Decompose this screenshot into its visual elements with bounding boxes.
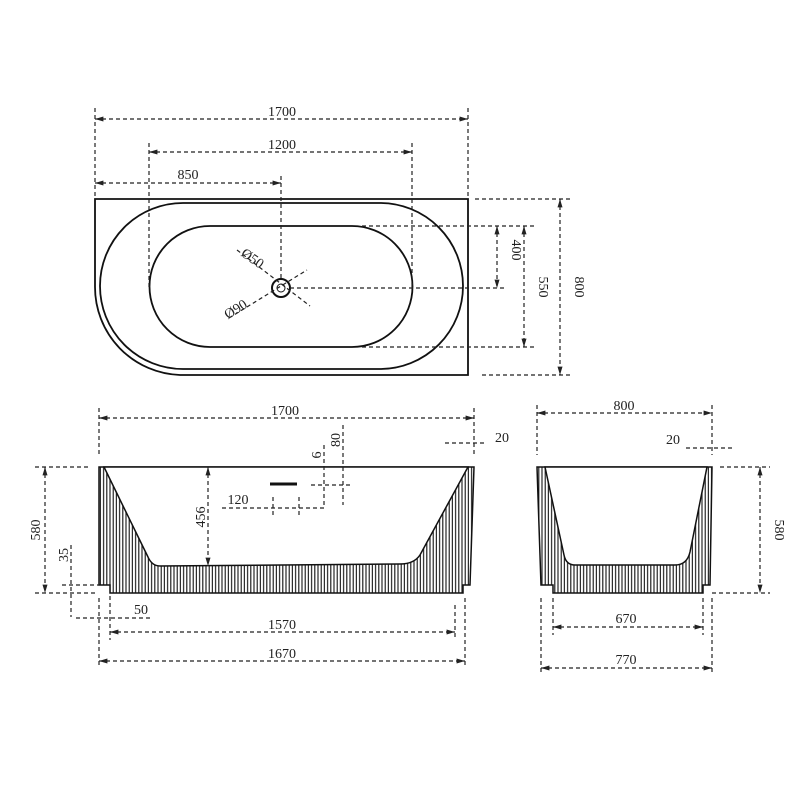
dim-side-wall-offset: 20 [666, 433, 680, 448]
dim-drain-outer: Ø90 [222, 297, 250, 323]
dim-side-height: 580 [771, 520, 786, 541]
dim-plinth-height: 35 [57, 548, 72, 562]
dim-drain-inner: Ø50 [238, 246, 266, 272]
dim-plinth-length: 1570 [268, 618, 296, 633]
dim-overflow-gap: 6 [310, 452, 325, 459]
dim-basin-length: 1200 [268, 138, 296, 153]
front-basin-section [102, 466, 470, 567]
front-view: 1700 20 80 6 120 456 580 35 50 1570 1670 [29, 404, 509, 668]
dim-drain-offset: 850 [178, 168, 199, 183]
side-view: 800 20 580 670 770 [536, 399, 786, 675]
tub-rim [99, 202, 464, 370]
dim-basin-width: 550 [535, 277, 550, 298]
dim-front-height: 580 [29, 520, 44, 541]
dim-basin-half-width: 400 [508, 240, 523, 261]
dim-depth: 456 [194, 507, 209, 528]
dim-front-wall-offset: 20 [495, 431, 509, 446]
dim-side-width: 800 [614, 399, 635, 414]
side-basin-section [544, 466, 708, 566]
dim-overflow-width: 120 [228, 493, 249, 508]
dim-overall-length: 1700 [268, 105, 296, 120]
dim-overflow-top: 80 [329, 433, 344, 447]
top-view: 1700 1200 850 Ø50 Ø90 400 550 800 [94, 105, 586, 376]
dim-side-plinth-width: 670 [616, 612, 637, 627]
basin-outline [148, 225, 414, 348]
dim-base-length: 1670 [268, 647, 296, 662]
dim-side-base-width: 770 [616, 653, 637, 668]
dim-front-length: 1700 [271, 404, 299, 419]
dim-overall-width: 800 [571, 277, 586, 298]
dim-plinth-inset: 50 [134, 603, 148, 618]
tub-outer-outline [94, 198, 469, 376]
